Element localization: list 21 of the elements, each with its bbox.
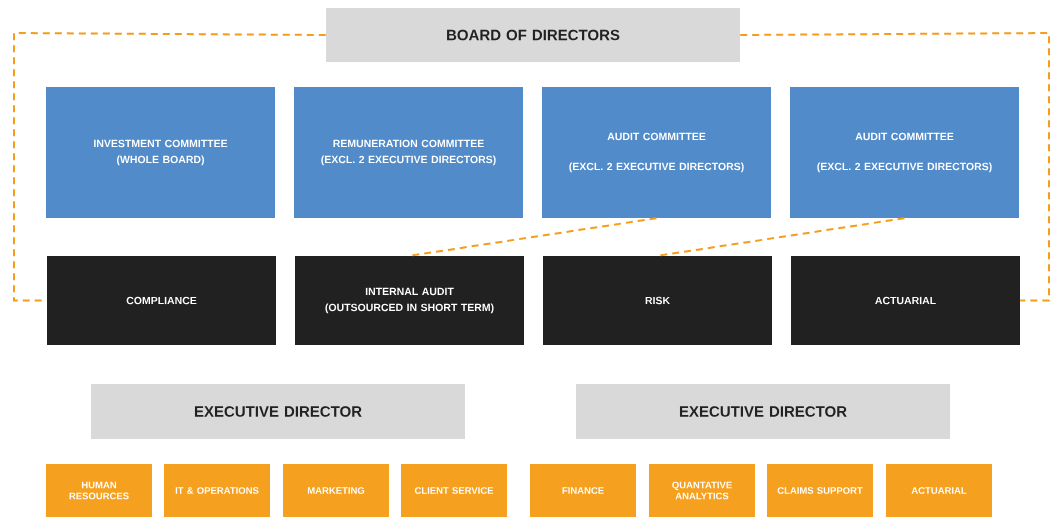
department-box: IT & OPERATIONS [164, 464, 270, 517]
function-box: INTERNAL AUDIT (OUTSOURCED IN SHORT TERM) [295, 256, 524, 345]
function-box: RISK [543, 256, 772, 345]
department-box: FINANCE [530, 464, 636, 517]
department-box: HUMAN RESOURCES [46, 464, 152, 517]
board-box: BOARD OF DIRECTORS [326, 8, 740, 62]
function-box: COMPLIANCE [47, 256, 276, 345]
committee-box: REMUNERATION COMMITTEE (EXCL. 2 EXECUTIVE DIRECTORS) [294, 87, 523, 218]
department-box: ACTUARIAL [886, 464, 992, 517]
dashed-connector [739, 32, 1050, 302]
committee-box: AUDIT COMMITTEE (EXCL. 2 EXECUTIVE DIRECTORS) [542, 87, 771, 218]
department-box: CLAIMS SUPPORT [767, 464, 873, 517]
dashed-connector [13, 32, 327, 302]
director-box: EXECUTIVE DIRECTOR [576, 384, 950, 439]
committee-box: INVESTMENT COMMITTEE (WHOLE BOARD) [46, 87, 275, 218]
committee-box: AUDIT COMMITTEE (EXCL. 2 EXECUTIVE DIRECTORS) [790, 87, 1019, 218]
director-box: EXECUTIVE DIRECTOR [91, 384, 465, 439]
function-box: ACTUARIAL [791, 256, 1020, 345]
department-box: MARKETING [283, 464, 389, 517]
department-box: CLIENT SERVICE [401, 464, 507, 517]
department-box: QUANTATIVE ANALYTICS [649, 464, 755, 517]
